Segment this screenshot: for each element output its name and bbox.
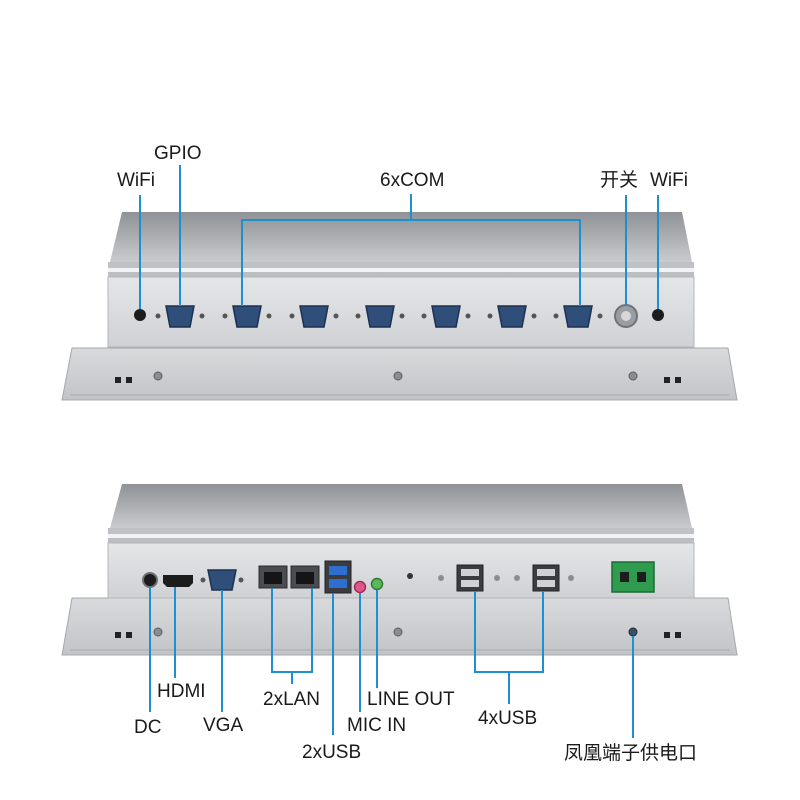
vga-label: VGA [203,715,244,736]
usb-stack-port [324,560,352,594]
bottom-bezel-details [115,627,681,638]
line-out-jack [370,577,384,591]
hdmi-label: HDMI [157,681,206,702]
lan-port [258,565,288,589]
usb2-label: 2xUSB [302,742,362,763]
com-port [355,305,405,328]
lan-port [290,565,320,589]
wifi-antenna-left-port [134,309,146,321]
usb4-label: 4xUSB [478,708,538,729]
mic-in-label: MIC IN [347,715,407,736]
top-bezel-details [115,371,681,383]
gpio-port [155,305,205,328]
com-port [421,305,471,328]
bottom-rear-face [107,542,695,599]
usb-2-stack-port [532,564,560,592]
hdmi-port [163,575,193,587]
terminal-power-label: 凤凰端子供电口 [564,743,698,764]
lan-label: 2xLAN [263,689,321,710]
bottom-lid [110,484,692,528]
vga-port [200,569,244,591]
com-port [553,305,603,328]
com-port [222,305,272,328]
top-callout-lines [139,165,659,309]
usb-2-stack-port [456,564,484,592]
phoenix-terminal-block [611,561,655,593]
top-lid [110,212,692,262]
com-port [289,305,339,328]
wifi-right-label: WiFi [650,170,688,191]
com-port [487,305,537,328]
gpio-label: GPIO [154,143,202,164]
dc-label: DC [134,717,162,738]
wifi-antenna-right-port [652,309,664,321]
com-label: 6xCOM [380,170,445,191]
switch-label: 开关 [600,170,639,191]
wifi-left-label: WiFi [117,170,155,191]
top-device [61,212,738,401]
bottom-device [61,484,738,656]
dc-jack [142,572,158,588]
bottom-bezel [61,597,738,656]
line-out-label: LINE OUT [367,689,455,710]
top-rear-face [107,276,695,348]
mic-in-jack [353,580,367,594]
bottom-callout-lines [149,587,634,738]
